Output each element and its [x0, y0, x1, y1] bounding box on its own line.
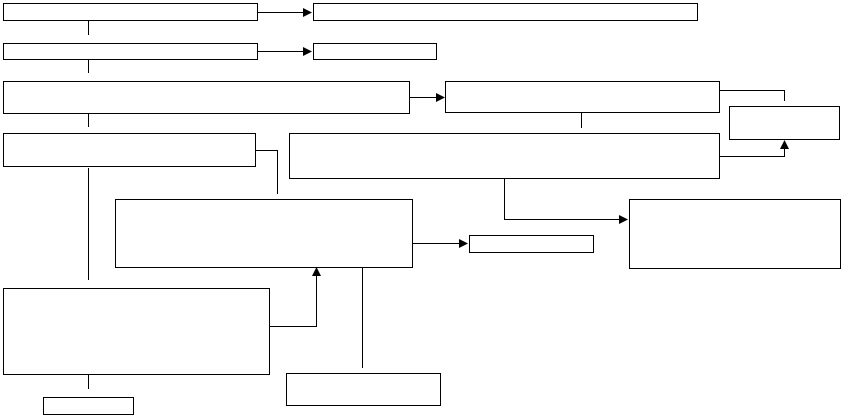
flow-box-7 — [729, 106, 840, 140]
arrowhead-box11 — [312, 267, 321, 276]
connector-box8-box10 — [504, 179, 620, 220]
flow-box-2 — [313, 3, 698, 21]
arrowhead-box7 — [780, 140, 789, 149]
arrowhead-box12 — [459, 239, 468, 248]
flow-box-13 — [3, 288, 270, 375]
connector-box6-box7 — [719, 90, 785, 101]
arrowhead-box2 — [303, 8, 312, 17]
connector-box8-box7 — [719, 148, 785, 157]
arrowhead-box10 — [619, 215, 628, 224]
connector-layer — [88, 8, 789, 389]
flow-box-1 — [3, 3, 258, 21]
flow-box-4 — [313, 43, 437, 60]
flow-box-6 — [445, 81, 720, 113]
connector-box13-box11 — [269, 276, 317, 327]
flow-box-5 — [3, 81, 410, 114]
flow-box-11 — [115, 199, 413, 268]
arrowhead-box6 — [436, 93, 445, 102]
flow-box-14 — [286, 373, 441, 406]
flow-box-12 — [469, 235, 594, 253]
arrowhead-box4 — [303, 47, 312, 56]
box-layer — [3, 3, 841, 415]
connector-box9-box11 — [256, 150, 278, 194]
flow-box-15 — [43, 397, 134, 415]
flow-box-9 — [3, 133, 256, 167]
flow-box-8 — [289, 133, 720, 179]
flow-box-10 — [629, 199, 841, 269]
flow-box-3 — [3, 43, 258, 60]
